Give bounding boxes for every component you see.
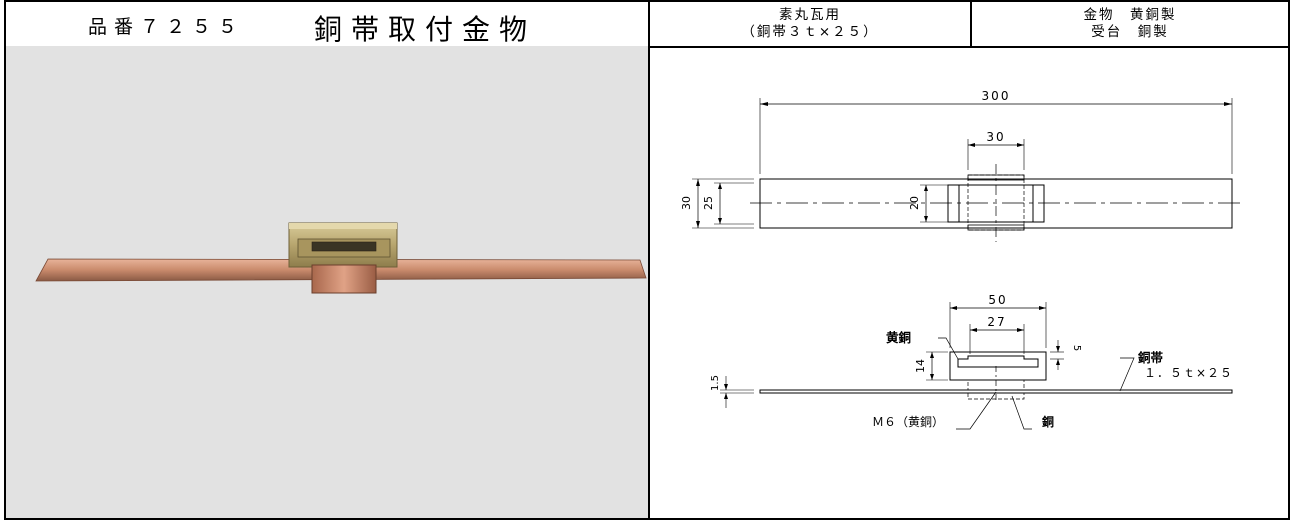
- top-view-clamp: [947, 184, 1045, 223]
- dim-total-length: 300: [982, 89, 1011, 103]
- dim-height-20: 20: [908, 196, 921, 210]
- header: 品番７２５５ 銅帯取付金物 素丸瓦用 （銅帯３ｔ×２５） 金物 黄銅製 受台 銅…: [6, 2, 1288, 48]
- spec-sheet: 品番７２５５ 銅帯取付金物 素丸瓦用 （銅帯３ｔ×２５） 金物 黄銅製 受台 銅…: [4, 0, 1290, 520]
- title-cell: 品番７２５５ 銅帯取付金物: [6, 2, 650, 46]
- dim-height-25: 25: [702, 196, 715, 210]
- technical-drawing: 300 30 30 25 20 50 27 5 14 1.5 黄銅 銅帯 １．５…: [650, 46, 1288, 518]
- part-number: 品番７２５５: [88, 16, 245, 38]
- label-copper-band-spec: １．５ｔ×２５: [1144, 366, 1233, 380]
- dim-5: 5: [1071, 345, 1082, 351]
- material-line-1: 金物 黄銅製: [1083, 7, 1177, 23]
- dim-27: 27: [987, 315, 1006, 329]
- technical-drawing-svg: 300 30 30 25 20 50 27 5 14 1.5 黄銅 銅帯 １．５…: [680, 89, 1242, 430]
- label-copper: 銅: [1041, 414, 1054, 429]
- usage-line-2: （銅帯３ｔ×２５）: [741, 24, 879, 40]
- dim-1-5: 1.5: [710, 375, 721, 391]
- dim-height-30: 30: [680, 196, 693, 210]
- material-cell: 金物 黄銅製 受台 銅製: [972, 2, 1288, 46]
- product-photo-image: [35, 222, 647, 294]
- usage-cell: 素丸瓦用 （銅帯３ｔ×２５）: [650, 2, 972, 46]
- side-view-clamp: [949, 351, 1047, 381]
- dim-14: 14: [914, 359, 927, 373]
- product-title: 銅帯取付金物: [314, 13, 537, 46]
- dim-50: 50: [988, 293, 1007, 307]
- dim-clamp-width: 30: [986, 130, 1005, 144]
- label-brass: 黄銅: [886, 330, 911, 345]
- label-copper-band: 銅帯: [1137, 350, 1164, 365]
- label-m6: Ｍ６（黄銅）: [872, 415, 944, 429]
- usage-line-1: 素丸瓦用: [779, 7, 841, 23]
- material-line-2: 受台 銅製: [1091, 24, 1169, 40]
- product-photo: [6, 46, 650, 518]
